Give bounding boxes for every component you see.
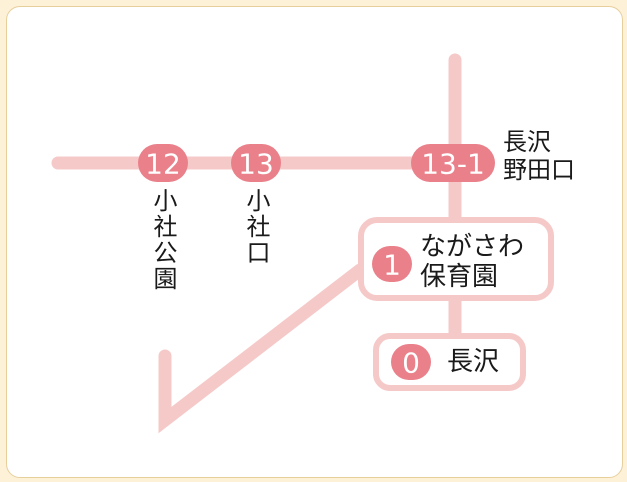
- stop-badge-0[interactable]: 0: [391, 344, 431, 380]
- stop-label-koyashiro-koen: 小社公園: [149, 188, 177, 292]
- badge-13-1-shape: [411, 144, 495, 182]
- stop-label-nagasawa-hoikuen-line1: ながさわ: [420, 232, 525, 262]
- stop-label-nagasawa-nodaguchi-line1: 長沢: [503, 128, 551, 156]
- stop-label-koyashiro-guchi: 小社口: [242, 188, 270, 266]
- stop-label-nagasawa-hoikuen: ながさわ 保育園: [420, 232, 524, 292]
- stop-label-nagasawa-nodaguchi-line2: 野田口: [503, 156, 575, 184]
- stop-label-nagasawa: 長沢: [447, 347, 500, 377]
- stop-label-nagasawa-hoikuen-line2: 保育園: [420, 262, 499, 292]
- stop-label-nagasawa-nodaguchi: 長沢 野田口: [503, 128, 575, 184]
- badge-13-number: 13: [238, 148, 274, 181]
- route-line-diagonal: [158, 263, 367, 434]
- stop-box-nagasawa-hoikuen: [358, 217, 554, 301]
- badge-12-shape: [138, 144, 188, 182]
- badge-13-shape: [231, 144, 281, 182]
- stop-badge-13[interactable]: 13: [231, 144, 281, 182]
- badge-0-number: 0: [402, 347, 420, 380]
- badge-0-shape: [391, 344, 431, 380]
- badge-1-number: 1: [383, 249, 401, 282]
- stop-badge-13-1[interactable]: 13-1: [411, 144, 495, 182]
- badge-1-shape: [372, 246, 412, 282]
- stop-badge-12[interactable]: 12: [138, 144, 188, 182]
- stop-badge-1[interactable]: 1: [372, 246, 412, 282]
- badge-13-1-number: 13-1: [421, 148, 485, 181]
- badge-12-number: 12: [145, 148, 181, 181]
